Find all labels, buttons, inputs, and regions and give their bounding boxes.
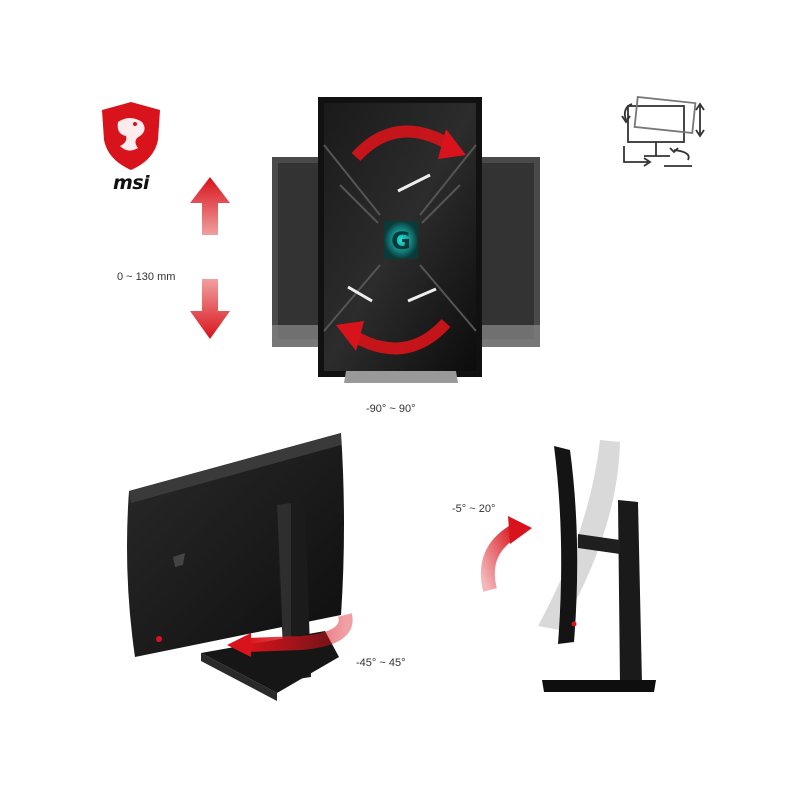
swivel-monitor-illustration (115, 425, 365, 720)
swivel-range-label: -45° ~ 45° (356, 657, 406, 669)
pivot-monitor-illustration: G (260, 95, 550, 395)
tilt-monitor-illustration (470, 430, 680, 710)
msi-dragon-shield-logo (98, 100, 164, 200)
pivot-range-label: -90° ~ 90° (366, 403, 416, 415)
msi-wordmark: msi (112, 172, 150, 194)
screen-g-logo: G (391, 227, 411, 255)
height-range-label: 0 ~ 130 mm (117, 271, 176, 283)
up-down-arrows-icon (180, 175, 240, 345)
tilt-range-label: -5° ~ 20° (452, 503, 496, 515)
ergonomic-adjust-icon (608, 96, 712, 176)
